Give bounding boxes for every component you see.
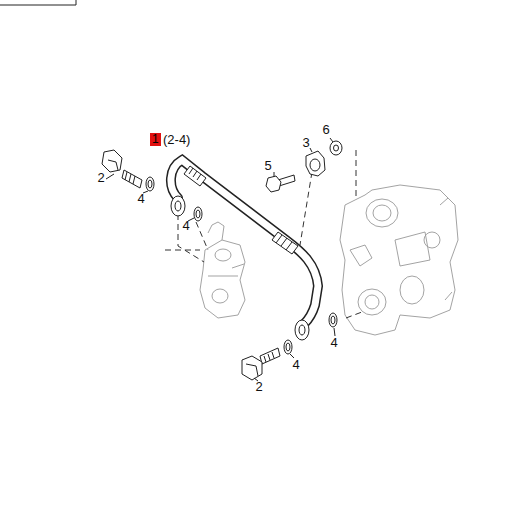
callout-number: 4 [137, 192, 144, 206]
callout-number: 2 [255, 380, 262, 394]
callout-number: 1 [150, 133, 161, 146]
callout-number: 3 [302, 136, 309, 150]
callout-number: 4 [292, 358, 299, 372]
callout-number: 5 [264, 159, 271, 173]
callout-number: 4 [330, 336, 337, 350]
callout-number: 2 [97, 171, 104, 185]
callout-box: 1 [150, 133, 161, 146]
callout-number: 6 [322, 123, 329, 137]
range-note: (2-4) [163, 133, 190, 147]
callout-number: 4 [182, 219, 189, 233]
